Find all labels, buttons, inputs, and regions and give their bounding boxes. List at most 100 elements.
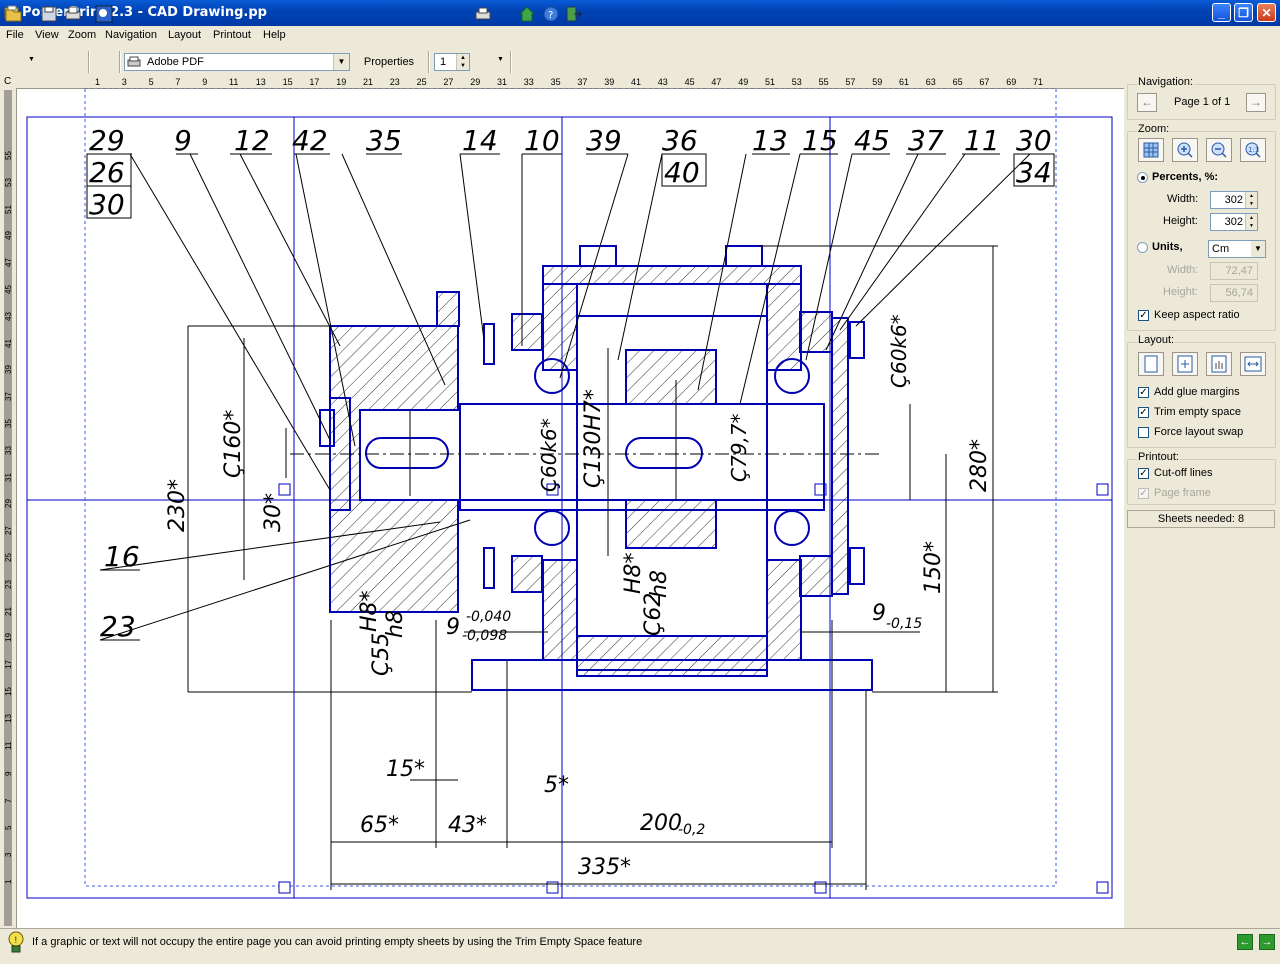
zoom-out-button[interactable] (1206, 138, 1232, 162)
ruler-tick-label: 15 (4, 687, 13, 696)
print-preview-icon[interactable] (95, 5, 113, 23)
ruler-tick-label: 5 (4, 825, 13, 830)
menu-view[interactable]: View (35, 29, 59, 41)
copies-stepper[interactable]: 1 ▲▼ (434, 53, 470, 71)
page-portrait-icon (1144, 355, 1158, 373)
add-glue-checkbox[interactable]: ✓ (1138, 387, 1149, 398)
ruler-tick-label: 47 (711, 77, 722, 87)
ruler-tick-label: 55 (818, 77, 829, 87)
open-dropdown-icon[interactable]: ▼ (28, 56, 35, 63)
force-swap-checkbox[interactable] (1138, 427, 1149, 438)
chevron-down-icon[interactable]: ▼ (333, 54, 349, 70)
printer-setup-icon[interactable] (474, 5, 492, 23)
menu-file[interactable]: File (6, 29, 24, 41)
page-frame-label: Page frame (1154, 487, 1211, 499)
layout-hand-button[interactable] (1206, 352, 1232, 376)
part-16: 16 (104, 540, 140, 573)
dim-30: 30* (261, 493, 286, 532)
add-glue-label: Add glue margins (1154, 386, 1240, 398)
leader-lines (99, 153, 1031, 641)
spinner-arrows-icon[interactable]: ▲▼ (1245, 214, 1257, 230)
ruler-tick-label: 43 (657, 77, 668, 87)
percents-radio[interactable] (1137, 172, 1148, 183)
printer-dropdown-icon[interactable]: ▼ (497, 56, 504, 63)
units-value: Cm (1212, 243, 1230, 255)
units-width-input: 72,47 (1210, 262, 1258, 280)
dim-280: 280* (967, 439, 992, 492)
toolbar-separator (119, 51, 121, 73)
layout-portrait-button[interactable] (1138, 352, 1164, 376)
trim-empty-checkbox[interactable]: ✓ (1138, 407, 1149, 418)
help-icon[interactable]: ? (542, 5, 560, 23)
ruler-tick-label: 17 (309, 77, 320, 87)
layout-group (1127, 342, 1276, 448)
zoom-in-button[interactable] (1172, 138, 1198, 162)
layout-swap-button[interactable] (1240, 352, 1266, 376)
next-page-button[interactable]: → (1246, 93, 1266, 112)
ruler-tick-label: 41 (631, 77, 642, 87)
ruler-tick-label: 65 (952, 77, 963, 87)
layout-center-button[interactable] (1172, 352, 1198, 376)
save-icon[interactable] (40, 5, 58, 23)
dim-tolerance-upper: -0,040 (466, 609, 511, 625)
exit-icon[interactable] (564, 5, 582, 23)
close-button[interactable]: ✕ (1257, 3, 1276, 22)
ruler-tick-label: 31 (497, 77, 508, 87)
sheets-needed: Sheets needed: 8 (1127, 510, 1275, 528)
part-37: 37 (908, 124, 944, 157)
units-radio[interactable] (1137, 242, 1148, 253)
dim-H8-right: H8* (621, 552, 646, 594)
page-checkbox-markers[interactable] (278, 483, 1109, 894)
previous-tip-button[interactable]: ← (1237, 934, 1253, 950)
status-tip: If a graphic or text will not occupy the… (32, 936, 643, 948)
percents-label: Percents, %: (1152, 171, 1219, 183)
spinner-arrows-icon[interactable]: ▲▼ (456, 54, 469, 70)
width-percent-value: 302 (1224, 194, 1243, 206)
part-15: 15 (802, 124, 838, 157)
part-9: 9 (174, 124, 192, 157)
previous-page-button[interactable]: ← (1137, 93, 1157, 112)
ruler-tick-label: 71 (1033, 77, 1044, 87)
cad-drawing[interactable]: 29 9 12 42 35 14 10 39 36 13 15 45 37 11… (16, 88, 1124, 928)
part-30-top: 30 (1016, 124, 1052, 157)
printer-select[interactable]: Adobe PDF ▼ (124, 53, 350, 71)
part-45: 45 (854, 124, 890, 157)
properties-button[interactable]: Properties (363, 56, 415, 68)
spinner-arrows-icon[interactable]: ▲▼ (1245, 192, 1257, 208)
ruler-tick-label: 9 (202, 77, 208, 87)
swap-icon (1244, 356, 1262, 372)
menu-help[interactable]: Help (263, 29, 286, 41)
printout-title: Printout: (1137, 451, 1180, 463)
keep-aspect-checkbox[interactable]: ✓ (1138, 310, 1149, 321)
menu-layout[interactable]: Layout (168, 29, 202, 41)
zoom-actual-size-button[interactable]: 1:1 (1240, 138, 1266, 162)
zoom-fit-grid-button[interactable] (1138, 138, 1164, 162)
ruler-tick-label: 53 (4, 177, 13, 187)
width-percent-input[interactable]: 302▲▼ (1210, 191, 1258, 209)
page-center-icon (1177, 355, 1193, 373)
ruler-tick-label: 31 (4, 472, 13, 482)
units-height-label: Height: (1163, 286, 1198, 298)
home-icon[interactable] (518, 5, 536, 23)
chevron-down-icon[interactable]: ▼ (1251, 241, 1265, 257)
minimize-button[interactable]: _ (1212, 3, 1231, 22)
ruler-tick-label: 57 (845, 77, 856, 87)
menu-navigation[interactable]: Navigation (105, 29, 157, 41)
open-folder-icon[interactable] (5, 5, 23, 23)
part-11: 11 (964, 124, 1000, 157)
menu-printout[interactable]: Printout (213, 29, 251, 41)
height-percent-input[interactable]: 302▲▼ (1210, 213, 1258, 231)
maximize-button[interactable]: ❐ (1234, 3, 1253, 22)
print-icon[interactable] (64, 5, 82, 23)
ruler-tick-label: 21 (363, 77, 374, 87)
dim-200: 200 (640, 811, 682, 836)
cutoff-lines-checkbox[interactable]: ✓ (1138, 468, 1149, 479)
dim-55: Ç55 (369, 633, 394, 676)
navigation-group (1127, 84, 1276, 120)
layout-title: Layout: (1137, 334, 1176, 346)
ruler-tick-label: 41 (4, 338, 13, 348)
next-tip-button[interactable]: → (1259, 934, 1275, 950)
units-select[interactable]: Cm ▼ (1208, 240, 1266, 258)
ruler-tick-label: 43 (4, 311, 13, 321)
menu-zoom[interactable]: Zoom (68, 29, 97, 41)
